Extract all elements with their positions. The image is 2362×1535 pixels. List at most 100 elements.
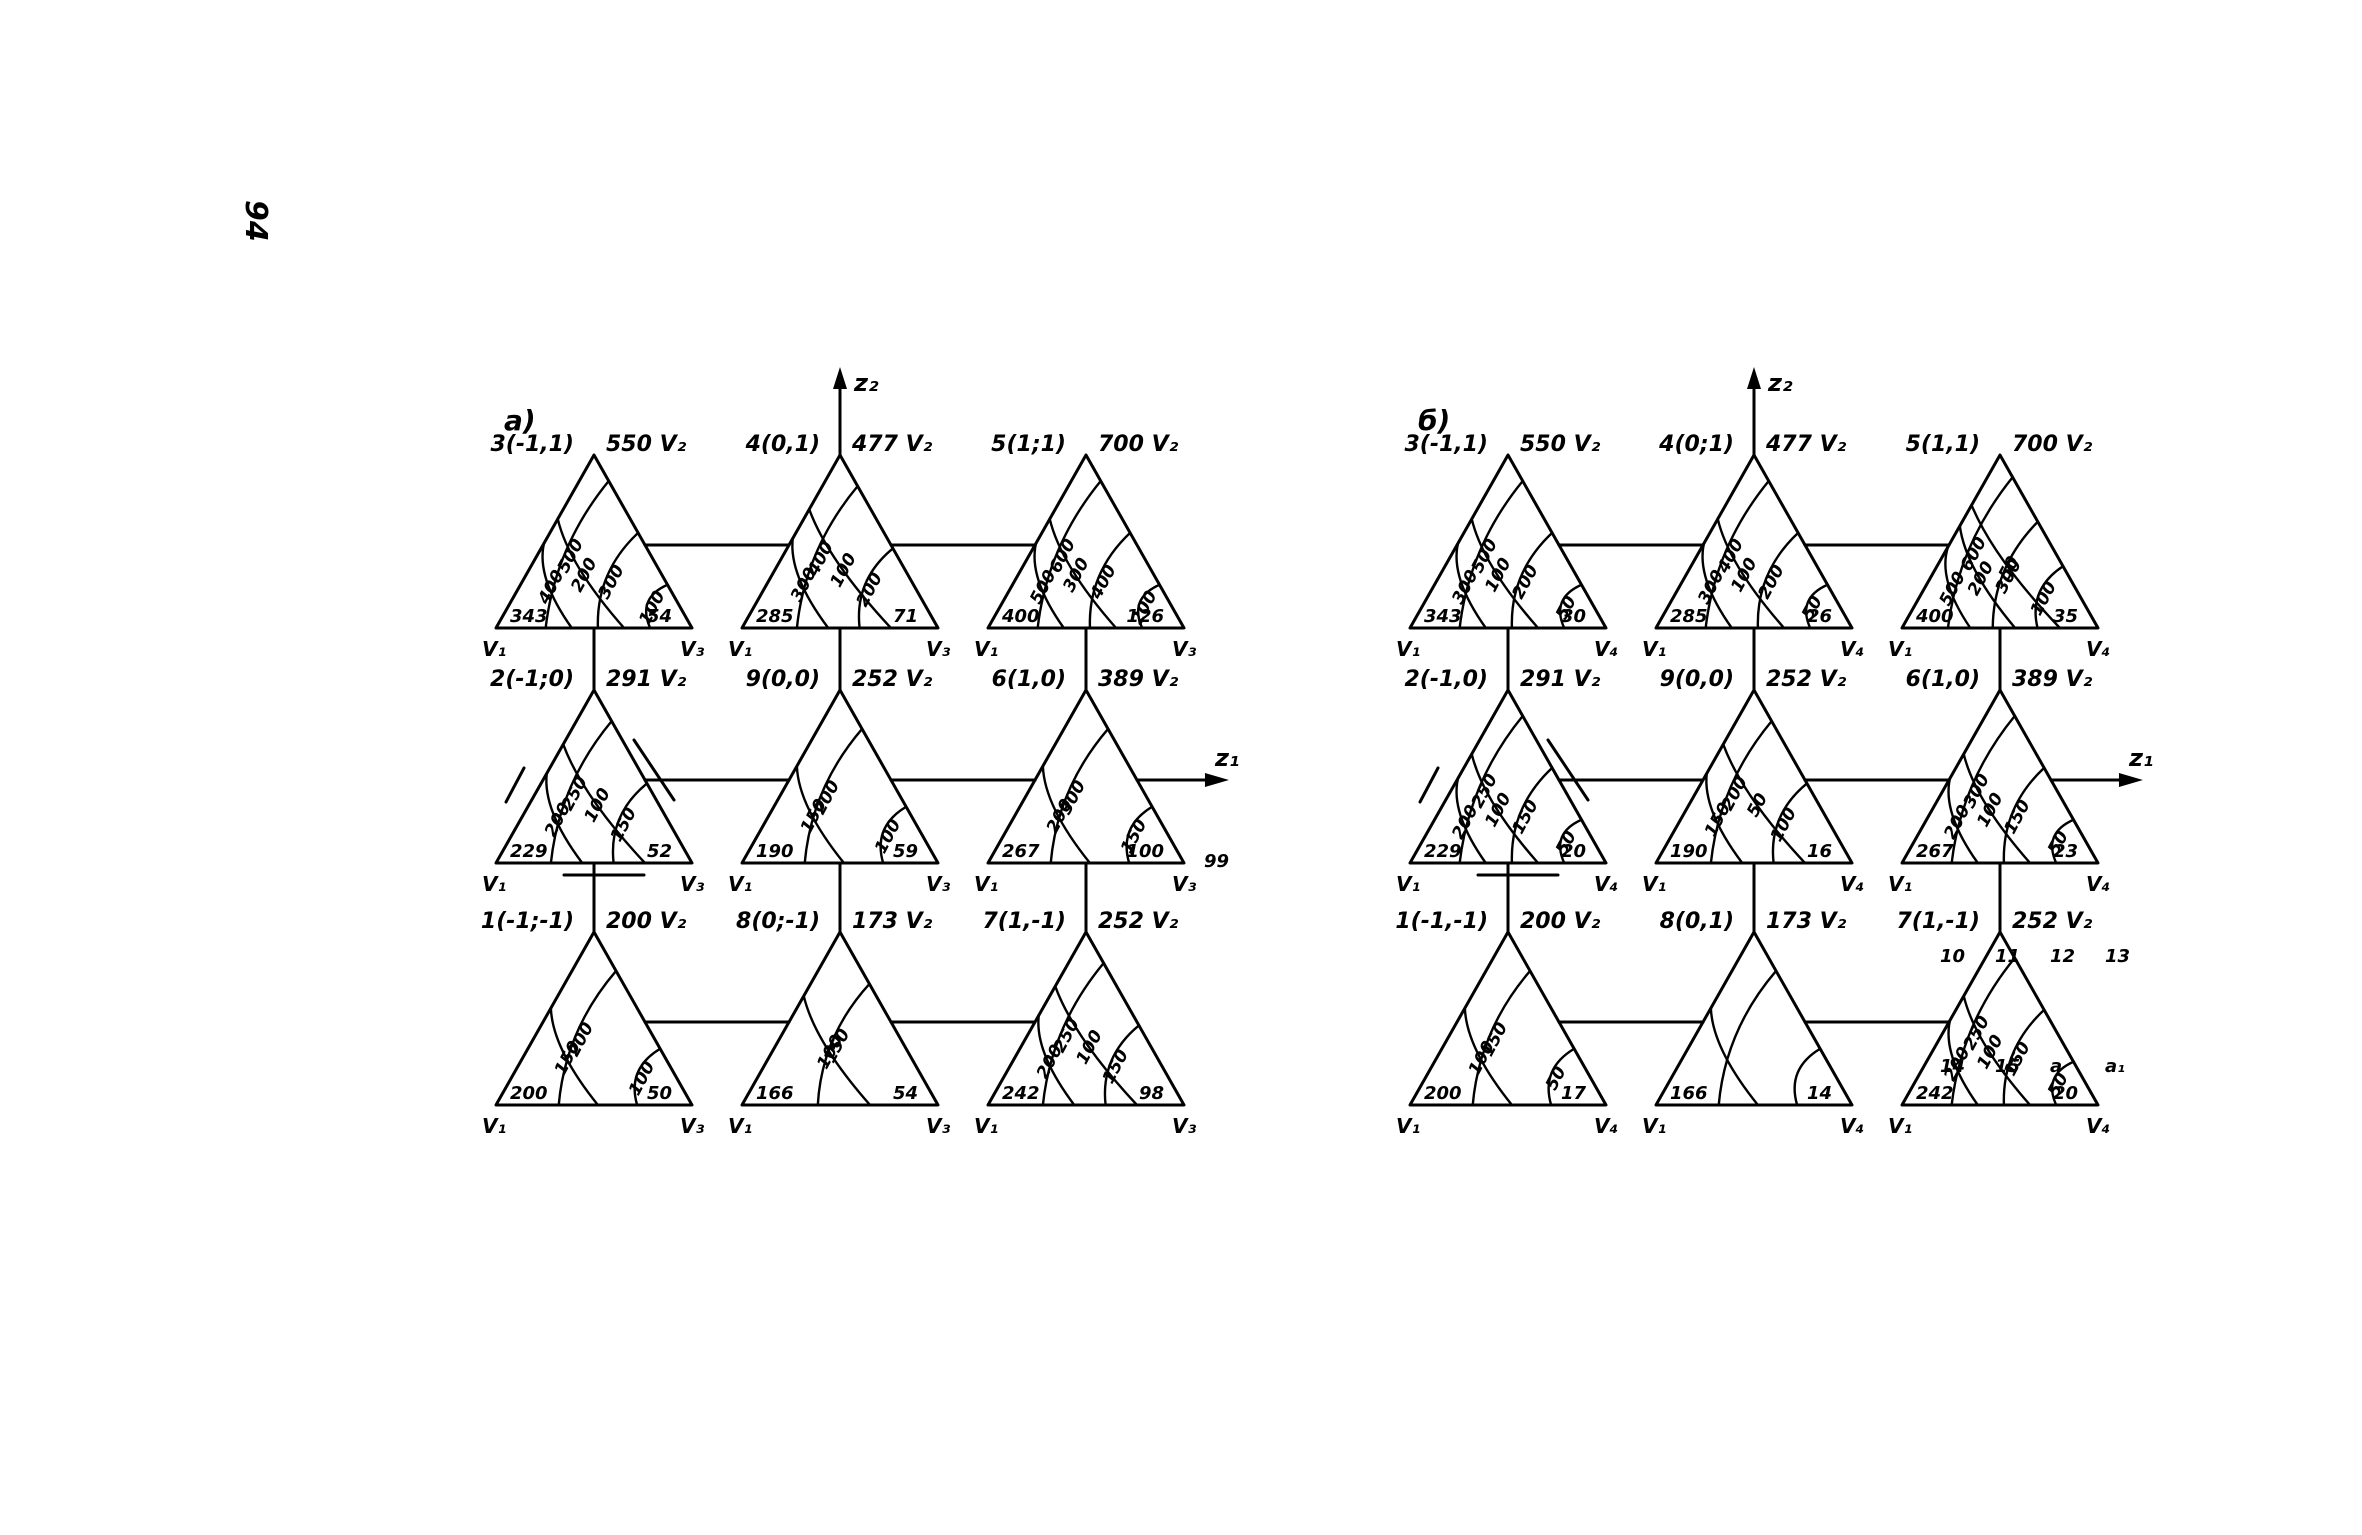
isoline <box>1950 714 2016 865</box>
isoline <box>1088 531 1132 630</box>
right-corner-value: 23 <box>2053 841 2078 862</box>
isoline <box>1510 531 1554 630</box>
isoline <box>808 508 893 630</box>
left-corner-value: 343 <box>1424 606 1462 627</box>
right-corner-value: 20 <box>1561 841 1586 862</box>
isoline <box>791 537 830 630</box>
isoline <box>562 743 647 865</box>
isoline <box>545 772 584 865</box>
panel-label: б) <box>1418 404 1450 437</box>
top-value: 173 V₂ <box>1766 909 1847 934</box>
right-corner-value: 126 <box>1126 606 1164 627</box>
extra-label: 10 <box>1940 946 1965 967</box>
isoline <box>1471 969 1532 1107</box>
direction-arrow <box>504 766 526 804</box>
node-id: 2(-1,0) <box>1404 667 1488 692</box>
left-corner-value: 190 <box>1670 841 1708 862</box>
isoline <box>1041 764 1092 865</box>
triangle-outline <box>494 453 694 630</box>
isoline <box>1962 994 2032 1107</box>
node-id: 7(1,-1) <box>982 909 1066 934</box>
isoline <box>556 517 626 630</box>
isoline <box>1709 1006 1760 1107</box>
vertex-right-label: V₃ <box>680 872 704 896</box>
vertex-left-label: V₁ <box>1888 872 1912 896</box>
isoline <box>1470 752 1540 865</box>
vertex-left-label: V₁ <box>1642 872 1666 896</box>
vertex-left-label: V₁ <box>482 1114 506 1138</box>
extra-label: a <box>2050 1056 2062 1077</box>
vertex-right-label: V₄ <box>1840 1114 1864 1138</box>
node-id: 7(1,-1) <box>1896 909 1980 934</box>
extra-label: 99 <box>1204 851 1229 872</box>
triangle-outline <box>986 453 1186 630</box>
right-corner-value: 71 <box>893 606 918 627</box>
left-corner-value: 285 <box>1670 606 1708 627</box>
left-corner-value: 229 <box>1424 841 1462 862</box>
isoline <box>549 1006 600 1107</box>
vertex-left-label: V₁ <box>1642 1114 1666 1138</box>
isoline <box>802 994 872 1107</box>
isoline <box>1705 772 1744 865</box>
triangle-outline <box>1408 453 1608 630</box>
isoline <box>1103 1024 1141 1107</box>
vertex-left-label: V₁ <box>974 637 998 661</box>
vertex-left-label: V₁ <box>728 1114 752 1138</box>
node-id: 4(0;1) <box>1658 432 1734 457</box>
isoline <box>549 719 613 865</box>
node-id: 3(-1,1) <box>490 432 574 457</box>
isoline <box>1970 503 2062 630</box>
top-value: 200 V₂ <box>1520 909 1601 934</box>
isoline <box>596 531 640 630</box>
node-id: 1(-1,-1) <box>1395 909 1488 934</box>
isoline <box>1947 1019 1979 1107</box>
isoline <box>1036 479 1102 630</box>
isoline <box>1717 969 1778 1107</box>
isoline <box>1137 583 1161 630</box>
left-corner-value: 400 <box>1915 606 1954 627</box>
vertex-right-label: V₃ <box>1172 872 1196 896</box>
left-corner-value: 343 <box>510 606 548 627</box>
isoline <box>2034 565 2065 630</box>
isoline <box>1944 545 1972 630</box>
extra-label: 15 <box>1995 1056 2020 1077</box>
axis-z2-label: z₂ <box>853 369 879 397</box>
isoline <box>1559 818 1583 865</box>
isoline <box>1547 1047 1576 1107</box>
isoline <box>1962 752 2032 865</box>
node-id: 5(1;1) <box>991 432 1066 457</box>
right-corner-value: 98 <box>1139 1083 1164 1104</box>
isoline <box>1033 542 1065 630</box>
isoline <box>1701 542 1733 630</box>
top-value: 550 V₂ <box>1520 432 1601 457</box>
right-corner-value: 100 <box>1126 841 1164 862</box>
isoline <box>557 969 618 1107</box>
triangle-outline <box>494 688 694 865</box>
left-corner-value: 400 <box>1001 606 1040 627</box>
isoline <box>1958 524 2017 630</box>
extra-label: 11 <box>1995 946 2020 967</box>
left-corner-value: 229 <box>510 841 548 862</box>
right-corner-value: 54 <box>893 1083 918 1104</box>
vertex-left-label: V₁ <box>482 872 506 896</box>
top-value: 477 V₂ <box>851 432 933 457</box>
isoline <box>816 982 871 1107</box>
node-id: 8(0,1) <box>1660 909 1734 934</box>
vertex-right-label: V₃ <box>1172 637 1196 661</box>
axis-z2-label: z₂ <box>1767 369 1793 397</box>
vertex-right-label: V₃ <box>680 637 704 661</box>
isoline <box>1991 520 2039 630</box>
right-corner-value: 17 <box>1561 1083 1587 1104</box>
isoline <box>2002 1008 2046 1107</box>
triangle-outline <box>740 930 940 1107</box>
vertex-right-label: V₄ <box>1594 872 1618 896</box>
vertex-left-label: V₁ <box>1396 637 1420 661</box>
